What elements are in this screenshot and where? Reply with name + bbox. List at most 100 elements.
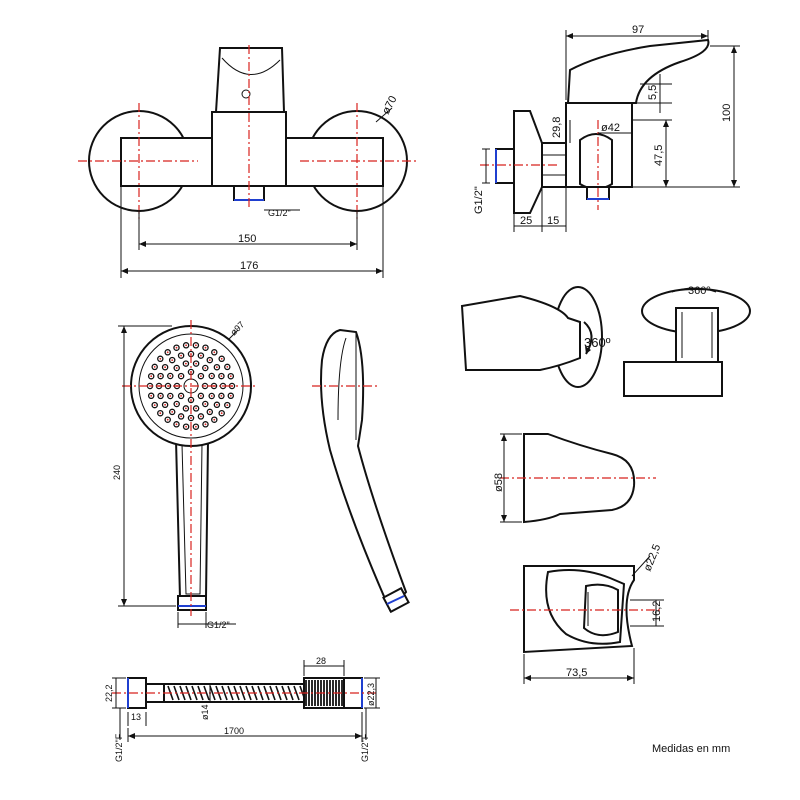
swivel-holder-body	[460, 294, 581, 371]
dim-diameter-22-5: ø22,5	[642, 543, 664, 574]
nozzle-center	[200, 395, 202, 397]
nozzle-center	[195, 407, 198, 410]
nozzle-center	[171, 359, 174, 361]
top-mixer-body	[623, 361, 723, 397]
nozzle-center	[229, 375, 232, 378]
dim-head-diameter: ø97	[228, 319, 246, 337]
rotation-side-label: 360º	[584, 335, 611, 350]
shower-hose: 28 22,2 ø22,3 13 ø14 1700 G1/2"F G1/2"F	[104, 656, 380, 762]
swivel-support-top: 360º	[623, 285, 751, 397]
nozzle-center	[216, 366, 218, 369]
nozzle-center	[164, 366, 167, 369]
dim-47-5: 47,5	[653, 145, 665, 166]
wall-holder-side-body	[523, 433, 636, 524]
nozzle-center	[210, 375, 213, 377]
dim-97: 97	[632, 24, 644, 36]
nozzle-center	[216, 403, 218, 406]
lever-screw	[241, 89, 251, 99]
nozzle-center	[166, 351, 169, 354]
nozzle-center	[204, 385, 206, 387]
dim-5-5: 5,5	[647, 85, 659, 100]
nozzle-center	[169, 375, 172, 377]
dim-flange-diameter: ø70	[380, 94, 400, 116]
dim-29-8: 29,8	[551, 117, 563, 138]
nozzle-center	[226, 404, 229, 406]
nozzle-center	[229, 394, 232, 397]
dim-hose-22-3: ø22,3	[366, 683, 376, 706]
nozzle-center	[180, 415, 183, 418]
nozzle-center	[185, 407, 187, 410]
nozzle-center	[185, 344, 188, 347]
nozzle-center	[200, 415, 202, 418]
hose-coil	[227, 685, 234, 701]
hand-shower-connector	[177, 595, 207, 611]
nozzle-center	[222, 385, 224, 387]
nozzle-center	[208, 411, 211, 413]
nozzle-center	[149, 385, 151, 387]
dim-100: 100	[721, 104, 733, 122]
hand-shower-front: 240 ø97 G1/2"	[112, 319, 256, 630]
nozzle-center	[195, 362, 198, 365]
dim-inlet-thread: G1/2"	[473, 186, 485, 214]
nozzle-center	[175, 423, 178, 426]
nozzle-center	[210, 395, 213, 397]
side-shower-holder	[579, 133, 613, 190]
nozzle-center	[169, 395, 172, 397]
swivel-support-side: 360º	[460, 286, 611, 388]
nozzle-center	[220, 375, 223, 377]
mixer-front-view: 150 176 ø70 G1/2"	[78, 45, 418, 278]
nozzle-center	[204, 346, 207, 349]
dim-hose-22-2: 22,2	[104, 684, 114, 702]
hose-coil	[203, 685, 210, 701]
nozzle-center	[204, 423, 207, 426]
hose-coil	[209, 685, 216, 701]
nozzle-center	[220, 357, 223, 360]
nozzle-center	[200, 354, 202, 357]
nozzle-center	[180, 395, 183, 397]
rotation-top-label: 360º	[688, 285, 710, 297]
dim-hose-thread-right: G1/2"F	[360, 733, 370, 762]
nozzle-center	[220, 412, 223, 415]
dim-16-2: 16,2	[651, 601, 663, 622]
mixer-side-view: 97 100 5,5 47,5 29,8 ø42 G1/2" 25 15	[473, 24, 740, 232]
nozzle-center	[208, 359, 211, 361]
dim-hand-shower-thread: G1/2"	[207, 620, 230, 630]
nozzle-center	[159, 375, 162, 377]
nozzle-center	[175, 403, 178, 405]
dim-hose-thread-left: G1/2"F	[114, 733, 124, 762]
nozzle-center	[150, 375, 153, 378]
nozzle-center	[180, 354, 183, 357]
nozzle-center	[175, 346, 178, 349]
units-footnote: Medidas en mm	[652, 743, 730, 755]
dim-diameter-42: ø42	[601, 122, 620, 134]
dim-25: 25	[520, 215, 532, 227]
nozzle-center	[200, 375, 202, 377]
nozzle-center	[153, 404, 156, 406]
dim-diameter-58: ø58	[493, 473, 505, 492]
nozzle-center	[185, 425, 188, 428]
hand-shower-side-profile	[320, 328, 408, 612]
nozzle-center	[195, 344, 197, 347]
wall-holder-side: ø58	[493, 433, 656, 524]
dim-176: 176	[240, 260, 258, 272]
hose-coil	[239, 685, 246, 701]
nozzle-center	[213, 351, 216, 354]
wall-holder-front: 16,2 ø22,5 73,5	[510, 543, 664, 684]
dim-150: 150	[238, 233, 256, 245]
nozzle-center	[220, 395, 223, 397]
nozzle-center	[175, 367, 178, 369]
inlet-nipple	[495, 148, 515, 184]
nozzle-center	[180, 375, 183, 377]
nozzle-center	[195, 425, 197, 428]
hand-shower-handle	[174, 439, 210, 599]
nozzle-center	[164, 403, 167, 406]
dim-hand-shower-length: 240	[112, 465, 122, 480]
hose-coil	[191, 685, 198, 701]
nozzle-center	[185, 362, 187, 365]
mixer-lever	[214, 47, 286, 113]
nozzle-center	[213, 418, 216, 421]
nozzle-center	[159, 357, 162, 360]
dim-hose-28: 28	[316, 656, 326, 666]
nozzle-center	[150, 394, 153, 397]
